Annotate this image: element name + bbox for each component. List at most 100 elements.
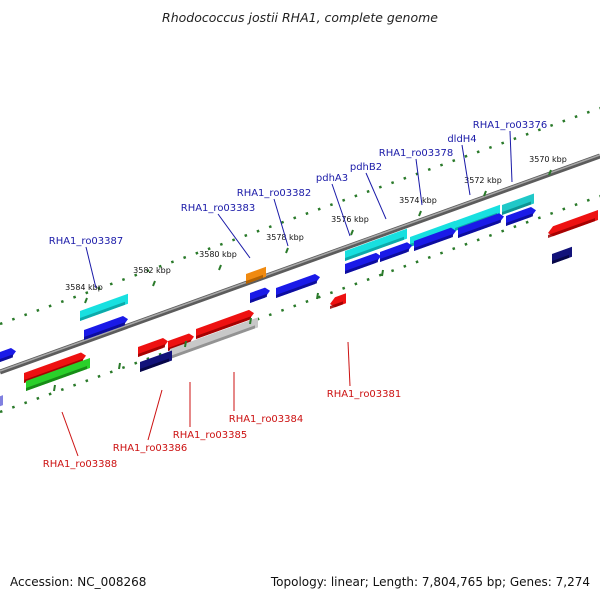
gene-label-top: RHA1_ro03387 xyxy=(49,236,124,247)
leader-line xyxy=(61,411,79,457)
scale-tick-mark-lower xyxy=(249,317,252,325)
scale-tick-mark xyxy=(152,280,156,287)
gene-feature xyxy=(330,293,346,309)
gene-feature xyxy=(170,317,258,359)
scale-tick-mark xyxy=(218,264,222,271)
gene-label-top: RHA1_ro03376 xyxy=(473,120,548,131)
scale-tick-label: 3582 kbp xyxy=(133,266,171,275)
gene-feature xyxy=(506,207,536,226)
gene-feature xyxy=(0,395,3,408)
gene-shade xyxy=(458,219,501,238)
gene-feature xyxy=(548,210,598,238)
gene-feature xyxy=(552,246,572,264)
gene-label-top: RHA1_ro03383 xyxy=(181,203,256,214)
leader-line xyxy=(217,213,251,259)
scale-tick-label: 3574 kbp xyxy=(399,196,437,205)
gene-label-top: dldH4 xyxy=(447,134,476,145)
scale-tick-label: 3576 kbp xyxy=(331,215,369,224)
scale-tick-label: 3584 kbp xyxy=(65,283,103,292)
gene-shade xyxy=(414,233,453,251)
leader-line xyxy=(331,183,351,237)
gene-feature xyxy=(414,227,456,251)
gene-label-bottom: RHA1_ro03386 xyxy=(113,443,188,454)
gene-shade xyxy=(345,259,378,274)
gene-feature xyxy=(502,193,534,215)
track-layer xyxy=(0,106,600,414)
gene-shade xyxy=(330,301,343,309)
gene-feature xyxy=(138,338,168,357)
scale-tick-mark xyxy=(548,169,552,176)
gene-feature xyxy=(276,273,320,298)
gene-label-top: pdhA3 xyxy=(316,173,348,184)
scale-tick-mark xyxy=(285,247,289,254)
gene-label-bottom: RHA1_ro03385 xyxy=(173,430,248,441)
scale-tick-mark xyxy=(418,210,422,217)
gene-shade xyxy=(246,274,263,284)
leader-line xyxy=(273,198,289,247)
gene-shade xyxy=(548,218,595,238)
gene-label-top: RHA1_ro03378 xyxy=(379,148,454,159)
gene-label-bottom: RHA1_ro03384 xyxy=(229,414,304,425)
gene-label-top: pdhB2 xyxy=(350,162,382,173)
gene-feature xyxy=(26,357,90,391)
leader-line xyxy=(85,246,97,289)
gene-label-top: RHA1_ro03382 xyxy=(237,188,312,199)
gene-feature xyxy=(84,315,128,340)
scale-tick-label: 3570 kbp xyxy=(529,155,567,164)
gene-feature xyxy=(458,213,504,238)
scale-tick-label: 3572 kbp xyxy=(464,176,502,185)
leader-line xyxy=(365,172,387,220)
scale-line-upper xyxy=(0,106,600,326)
scale-tick-mark xyxy=(84,297,88,304)
gene-feature xyxy=(80,293,128,321)
gene-shade xyxy=(250,293,267,303)
gene-shade xyxy=(502,201,531,215)
gene-label-bottom: RHA1_ro03381 xyxy=(327,389,402,400)
scale-tick-mark xyxy=(483,190,487,197)
gene-shade xyxy=(380,248,409,262)
gene-feature xyxy=(250,287,270,303)
genome-summary-text: Topology: linear; Length: 7,804,765 bp; … xyxy=(270,575,590,589)
gene-shade xyxy=(26,366,87,391)
gene-feature xyxy=(380,242,412,262)
backbone-shadow xyxy=(0,153,600,375)
gene-shade xyxy=(84,322,125,340)
scale-tick-mark-lower xyxy=(118,362,121,370)
scale-tick-mark-lower xyxy=(184,340,187,348)
gene-shade xyxy=(276,280,317,298)
scale-line-lower xyxy=(0,194,600,414)
feature-layer xyxy=(0,193,598,408)
scale-tick-label: 3580 kbp xyxy=(199,250,237,259)
gene-body xyxy=(548,210,598,237)
scale-tick-mark-lower xyxy=(381,269,384,277)
gene-shade xyxy=(506,213,533,226)
scale-tick-mark-lower xyxy=(316,292,319,300)
gene-shade xyxy=(138,344,165,357)
gene-shade xyxy=(140,358,169,372)
gene-shade xyxy=(170,325,255,359)
gene-feature xyxy=(0,348,16,362)
gene-shade xyxy=(345,236,404,261)
scale-tick-mark xyxy=(350,229,354,236)
backbone xyxy=(0,154,600,372)
leader-line xyxy=(347,341,351,387)
gene-shade xyxy=(552,254,569,264)
gene-body xyxy=(0,395,3,408)
gene-shade xyxy=(0,354,13,362)
gene-shade xyxy=(196,316,251,339)
accession-text: Accession: NC_008268 xyxy=(10,575,146,589)
gene-label-bottom: RHA1_ro03388 xyxy=(43,459,118,470)
scale-tick-mark-lower xyxy=(53,384,56,392)
leader-line xyxy=(147,389,163,441)
gene-feature xyxy=(196,309,254,339)
leader-line xyxy=(415,158,423,206)
gene-feature xyxy=(140,350,172,372)
gene-shade xyxy=(80,301,125,321)
gene-feature xyxy=(345,252,381,274)
map-title: Rhodococcus jostii RHA1, complete genome xyxy=(162,10,438,25)
leader-line xyxy=(509,130,513,183)
gene-feature xyxy=(345,228,407,261)
leader-line xyxy=(461,144,471,196)
gene-feature xyxy=(246,266,266,284)
